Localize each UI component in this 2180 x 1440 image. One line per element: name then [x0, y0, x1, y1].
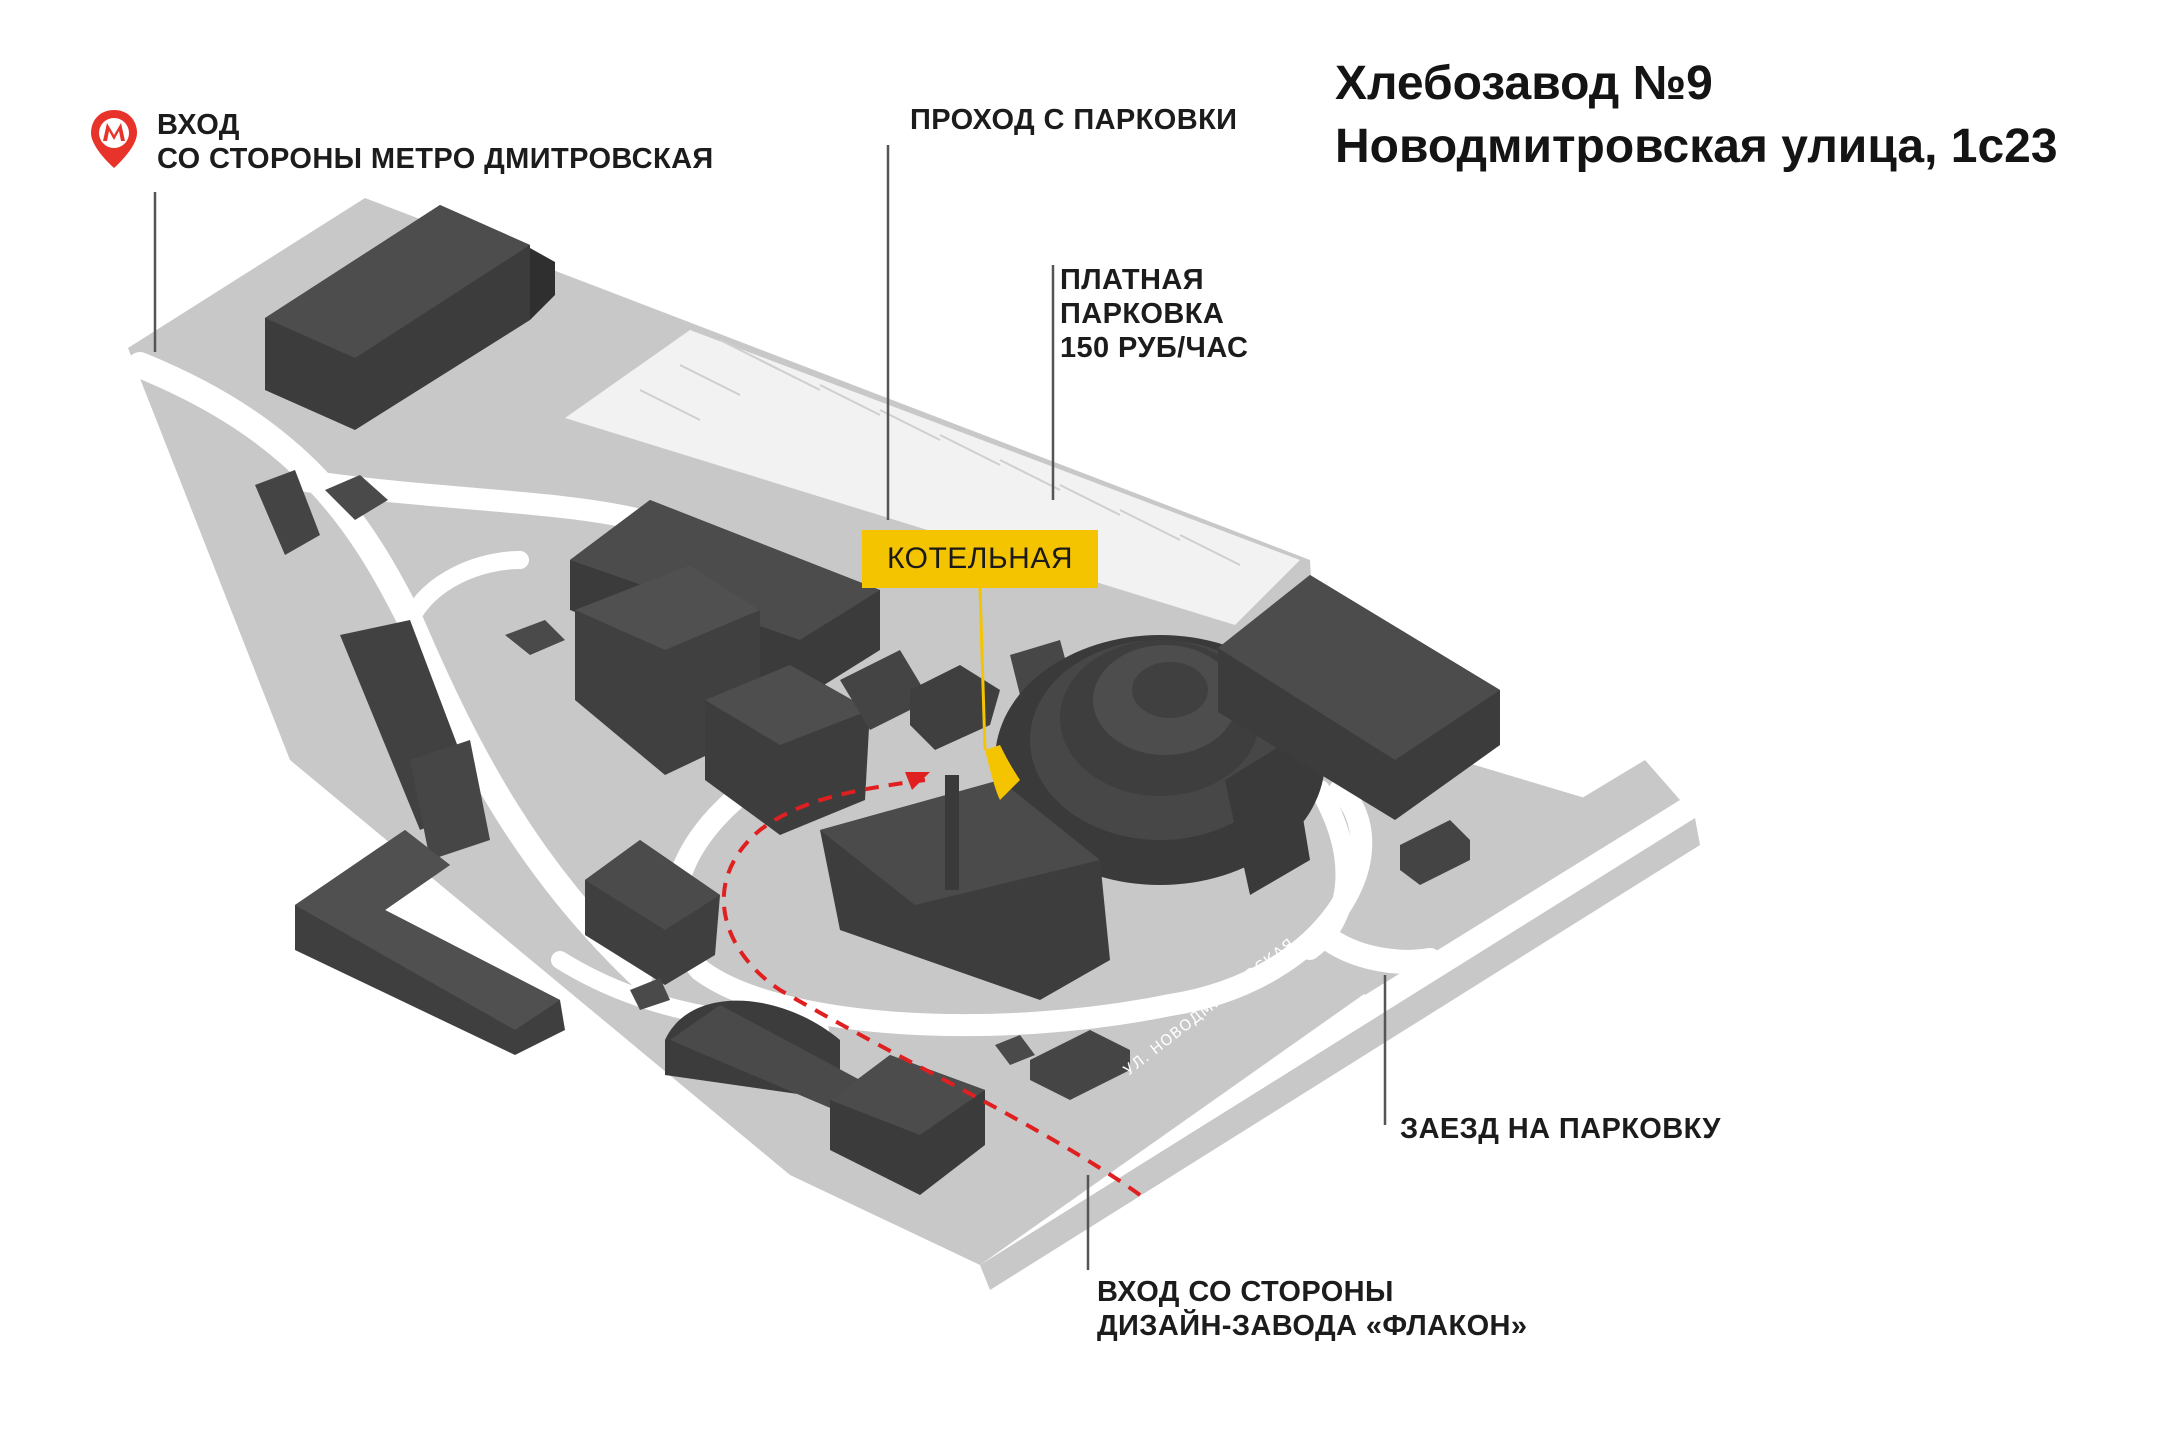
label-flacon-entrance: ВХОД СО СТОРОНЫ ДИЗАЙН-ЗАВОДА «ФЛАКОН»: [1097, 1276, 1528, 1343]
territory-ground: [128, 198, 1625, 1265]
paid-parking-lot: [565, 330, 1300, 625]
label-parking-passage: ПРОХОД С ПАРКОВКИ: [910, 104, 1238, 136]
street-edge: [1330, 760, 1680, 995]
metro-m-icon: [91, 110, 137, 168]
road-west-branch: [401, 551, 529, 629]
boiler-house-entrance-highlight: [985, 745, 1020, 800]
route-arrow: [905, 772, 930, 790]
parking-stripes: [639, 339, 1241, 566]
map-title: Хлебозавод №9 Новодмитровская улица, 1с2…: [1335, 52, 2058, 179]
title-line-2: Новодмитровская улица, 1с23: [1335, 120, 2058, 174]
label-paid-parking: ПЛАТНАЯ ПАРКОВКА 150 РУБ/ЧАС: [1060, 264, 1249, 365]
road-parking-entry: [1318, 928, 1442, 974]
buildings: [255, 205, 1500, 1195]
label-parking-entry: ЗАЕЗД НА ПАРКОВКУ: [1400, 1113, 1721, 1145]
label-boiler-house: КОТЕЛЬНАЯ: [862, 530, 1098, 588]
title-line-1: Хлебозавод №9: [1335, 57, 1713, 110]
street-novodmitrovskaya: [980, 818, 1700, 1290]
walking-route: [721, 778, 1142, 1197]
boiler-house-pointer: [978, 587, 987, 751]
label-metro-entrance: ВХОД СО СТОРОНЫ МЕТРО ДМИТРОВСКАЯ: [157, 109, 714, 176]
